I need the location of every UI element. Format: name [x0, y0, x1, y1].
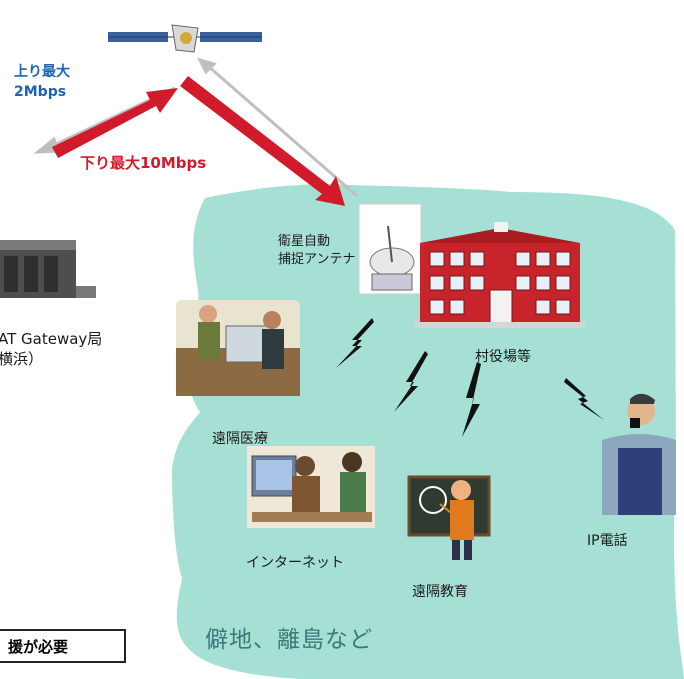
education-scene-image [407, 475, 491, 560]
medical-label: 遠隔医療 [212, 431, 268, 447]
region-label: 僻地、離島など [205, 627, 373, 653]
ip-phone-label: IP電話 [587, 533, 628, 549]
satellite-icon [108, 24, 262, 53]
medical-scene-image [176, 300, 300, 396]
uplink-speed-label: 上り最大 2Mbps [14, 64, 70, 100]
internet-label: インターネット [246, 555, 344, 571]
gateway-station-icon [0, 240, 96, 298]
downlink-arrow [52, 76, 345, 206]
village-office-label: 村役場等 [475, 349, 531, 365]
satellite-antenna-icon [358, 203, 422, 295]
internet-scene-image [247, 446, 375, 528]
wireless-link-bolts [336, 318, 604, 437]
antenna-label: 衛星自動 捕捉アンテナ [278, 234, 356, 267]
downlink-speed-label: 下り最大10Mbps [80, 154, 207, 172]
village-office-icon [414, 222, 586, 328]
support-note-box: 援が必要 [0, 629, 126, 663]
gateway-station-label: AT Gateway局 横浜） [0, 330, 103, 368]
education-label: 遠隔教育 [412, 584, 468, 600]
ip-phone-user-image [602, 393, 676, 515]
support-note-text: 援が必要 [8, 637, 69, 656]
